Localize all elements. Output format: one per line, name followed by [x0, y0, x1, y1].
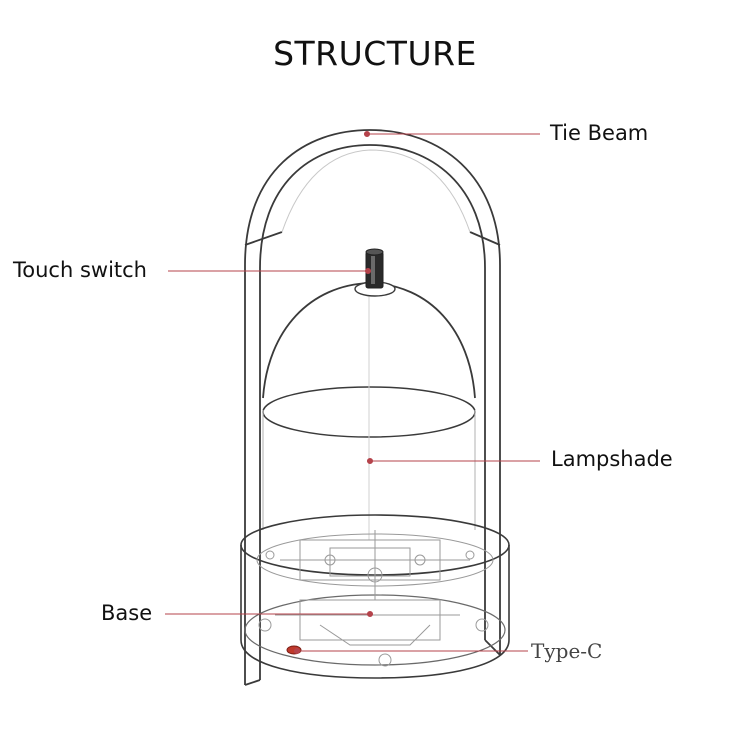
leader-lines — [165, 130, 540, 655]
touch-switch-label: Touch switch — [13, 258, 147, 282]
base-label: Base — [101, 601, 153, 625]
type-c-label: Type-C — [531, 639, 603, 663]
tie-beam-faint-depth — [281, 149, 471, 233]
lampshade — [262, 282, 476, 540]
tie-beam-label: Tie Beam — [550, 121, 649, 145]
diagram-title: STRUCTURE — [273, 34, 477, 73]
tie-beam-handle — [244, 129, 501, 686]
touch-switch — [354, 248, 396, 297]
lampshade-label: Lampshade — [551, 447, 673, 471]
